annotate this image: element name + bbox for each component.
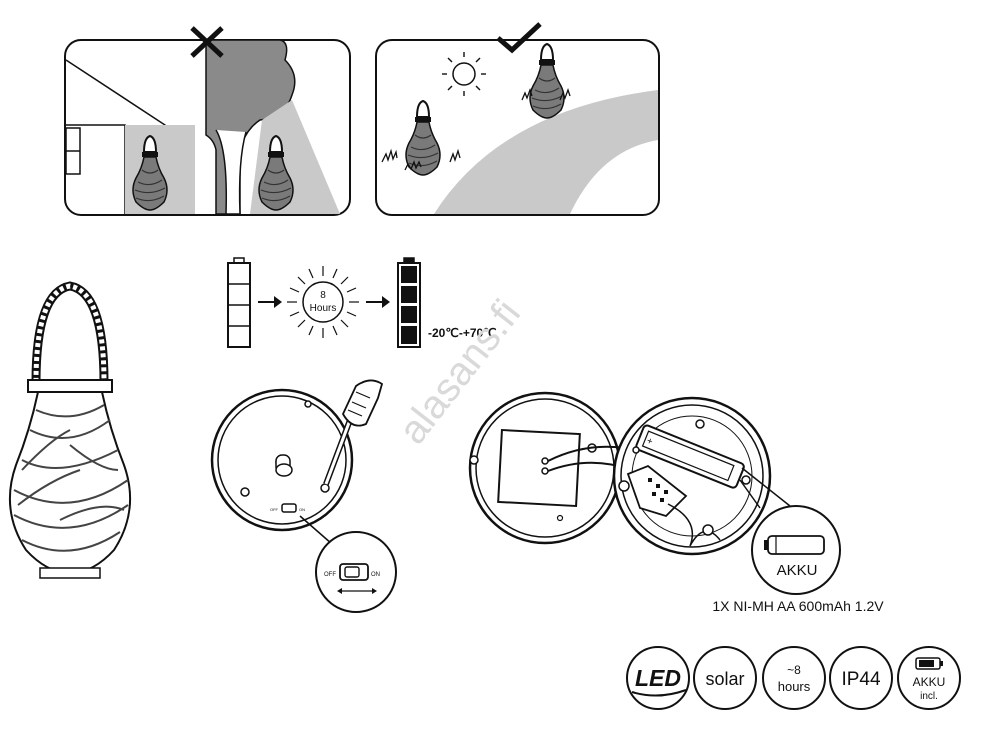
hours-unit: Hours: [310, 303, 337, 314]
full-battery-icon: [397, 257, 421, 348]
switch-on-label: ON: [371, 572, 380, 578]
solar-badge: solar: [693, 646, 757, 710]
akku-badge-top: AKKU: [913, 675, 946, 689]
lantern-illustration: [8, 281, 132, 579]
led-badge-label: LED: [635, 665, 681, 691]
screwdriver-icon: [323, 379, 384, 486]
right-placement-panel: [375, 22, 660, 216]
charging-sequence: 8 Hours -20℃-+70℃: [227, 257, 497, 348]
aa-battery-icon: +: [635, 424, 745, 489]
right-mark-icon: [496, 22, 542, 54]
hours-badge-bottom: hours: [778, 679, 811, 694]
battery-spec: 1X NI-MH AA 600mAh 1.2V: [712, 598, 884, 614]
temperature-range: -20℃-+70℃: [428, 326, 497, 340]
arrow-right-icon: [366, 296, 390, 308]
charging-sun-icon: 8 Hours: [287, 266, 359, 338]
switch-off-small: OFF: [270, 507, 279, 512]
battery-icon: [915, 657, 943, 670]
akku-callout-label: AKKU: [777, 562, 818, 579]
power-switch[interactable]: [339, 563, 369, 581]
sun-icon: [442, 52, 486, 96]
ip44-badge: IP44: [829, 646, 893, 710]
led-badge: LED: [626, 646, 690, 710]
svg-text:+: +: [645, 436, 655, 448]
akku-badge: AKKU incl.: [897, 646, 961, 710]
hours-badge-top: ~8: [787, 663, 801, 677]
akku-badge-bottom: incl.: [920, 691, 938, 702]
hours-badge: ~8 hours: [762, 646, 826, 710]
switch-on-small: ON: [299, 507, 305, 512]
battery-compartment-diagram: + AKKU 1X NI-MH AA 600mAh 1.2V: [468, 391, 884, 614]
empty-battery-icon: [227, 257, 251, 348]
wrong-placement-panel: [64, 26, 351, 216]
ip44-badge-label: IP44: [841, 669, 881, 690]
arrow-right-icon: [258, 296, 282, 308]
hours-value: 8: [320, 290, 326, 301]
wrong-mark-icon: [190, 26, 224, 58]
base-switch-diagram: OFF ON OFF ON: [210, 379, 397, 613]
feature-badges: LED solar ~8 hours IP44 AKKU incl.: [626, 646, 961, 710]
switch-off-label: OFF: [324, 572, 336, 578]
double-arrow-icon: [337, 588, 377, 594]
akku-battery-icon: [764, 535, 825, 555]
solar-badge-label: solar: [705, 669, 744, 689]
